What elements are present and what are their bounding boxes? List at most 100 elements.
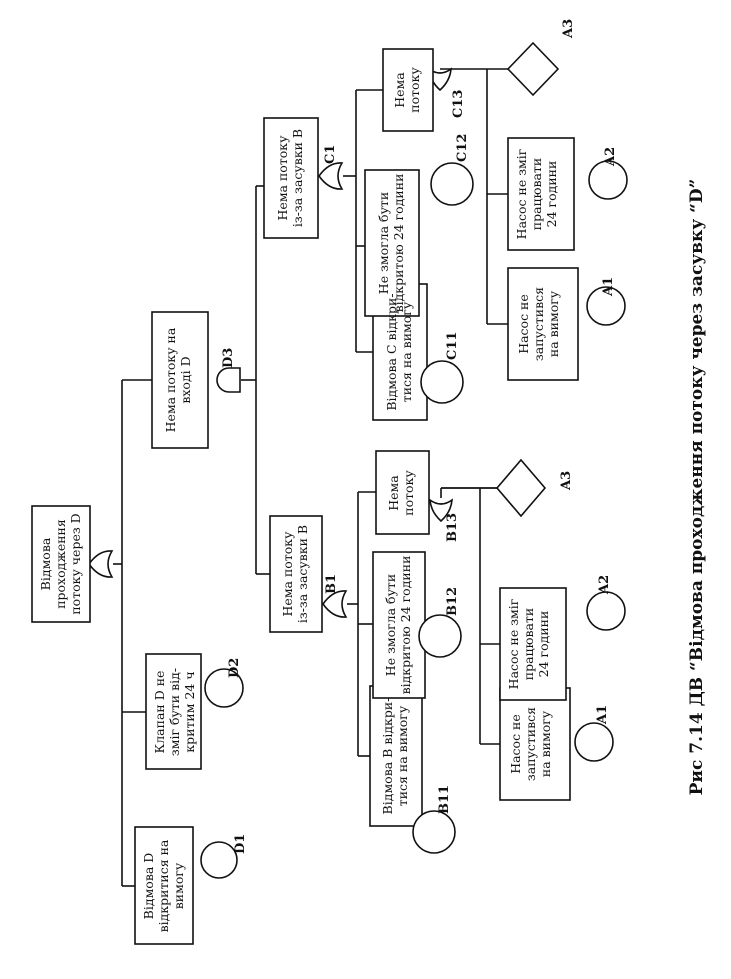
event-labels: Відмовапроходженняпотоку через D Відмова… <box>38 67 561 933</box>
connector-lines <box>113 68 508 887</box>
label-line: 24 години <box>544 161 559 228</box>
label-line: критим 24 ч <box>182 671 197 752</box>
code-c13: C13 <box>451 90 466 118</box>
label-line: Насос не <box>508 714 523 774</box>
event-codes: D1 D2 D3 B1 C1 B11 B12 B13 C11 C12 C13 A… <box>221 19 618 854</box>
label-line: потоку <box>401 470 416 516</box>
label-line: із-за засувки В <box>290 129 305 227</box>
label-b12: Не змогла бутивідкритою 24 години <box>383 556 413 695</box>
label-line: працювати <box>529 158 544 230</box>
label-line: Нема потоку на <box>163 327 178 432</box>
code-b-a3: A3 <box>559 471 574 491</box>
event-b13 <box>375 450 430 535</box>
label-line: Насос не зміг <box>506 599 521 690</box>
basic-event-c-a2 <box>588 160 628 200</box>
event-d3 <box>151 311 209 449</box>
label-line: запустився <box>531 287 546 361</box>
event-c-a1 <box>507 267 579 381</box>
label-line: тися на вимогу <box>399 301 414 402</box>
or-gate-b1 <box>322 590 348 618</box>
label-c1: Нема потокуіз-за засувки В <box>275 129 305 227</box>
or-gate-b13 <box>429 498 453 523</box>
or-gate-c1 <box>318 162 344 190</box>
label-b11: Відмова В відкри-тися на вимогу <box>380 698 410 815</box>
label-line: із-за засувки В <box>295 525 310 623</box>
code-b1: B1 <box>324 574 339 594</box>
label-line: Не змогла бути <box>376 192 391 294</box>
basic-event-b11 <box>412 810 456 854</box>
basic-event-d2 <box>204 668 244 708</box>
and-gate-d3 <box>216 367 241 393</box>
label-b-a1: Насос незапустивсяна вимогу <box>508 707 553 781</box>
event-top <box>31 505 91 623</box>
basic-event-c11 <box>420 360 464 404</box>
label-line: Нема <box>392 72 407 108</box>
basic-event-b12 <box>418 614 462 658</box>
label-line: вході D <box>178 356 193 403</box>
label-line: проходження <box>53 519 68 609</box>
label-line: на вимогу <box>546 290 561 357</box>
event-c-a2 <box>507 137 575 251</box>
event-c13 <box>382 48 434 132</box>
basic-event-c12 <box>430 162 474 206</box>
label-c12: Не змогла бутивідкритою 24 години <box>376 174 406 313</box>
code-c12: C12 <box>455 134 470 162</box>
label-line: зміг бути від- <box>167 668 182 756</box>
label-line: запустився <box>523 707 538 781</box>
label-line: Нема потоку <box>280 531 295 617</box>
label-line: відкритися на <box>156 839 171 932</box>
label-line: потоку <box>407 67 422 113</box>
event-d2 <box>145 653 202 770</box>
basic-event-d1 <box>200 841 238 879</box>
basic-event-b-a2 <box>586 591 626 631</box>
event-c1 <box>263 117 319 239</box>
label-line: Відмова В відкри- <box>380 698 395 815</box>
label-top: Відмовапроходженняпотоку через D <box>38 513 83 614</box>
basic-event-c-a1 <box>586 286 626 326</box>
label-c11: Відмова С відкри-тися на вимогу <box>384 293 414 410</box>
code-d2: D2 <box>227 658 242 678</box>
label-line: Відмова <box>38 537 53 590</box>
or-gate-top <box>88 550 114 578</box>
event-b1 <box>269 515 323 633</box>
label-c13: Немапотоку <box>392 67 422 113</box>
code-b-a2: A2 <box>597 575 612 595</box>
label-line: на вимогу <box>538 710 553 777</box>
label-line: вимогу <box>171 862 186 909</box>
label-line: Не змогла бути <box>383 574 398 676</box>
label-b13: Немапотоку <box>386 470 416 516</box>
label-line: Нема <box>386 475 401 511</box>
event-d1 <box>134 826 194 945</box>
label-line: Відмова С відкри- <box>384 293 399 410</box>
event-b-a2 <box>499 587 567 701</box>
code-d1: D1 <box>233 834 248 854</box>
label-line: тися на вимогу <box>395 705 410 806</box>
undeveloped-event-c-a3 <box>506 41 560 97</box>
label-d1: Відмова Dвідкритися навимогу <box>141 839 186 932</box>
label-b-a2: Насос не змігпрацювати24 години <box>506 599 551 690</box>
label-line: Нема потоку <box>275 135 290 221</box>
label-c-a2: Насос не змігпрацювати24 години <box>514 149 559 240</box>
label-line: Насос не <box>516 294 531 354</box>
code-c1: C1 <box>323 145 338 164</box>
label-d3: Нема потоку навході D <box>163 327 193 432</box>
label-line: Відмова D <box>141 853 156 920</box>
event-c12 <box>364 169 420 317</box>
label-line: потоку через D <box>68 513 83 614</box>
basic-event-b-a1 <box>574 722 614 762</box>
label-b1: Нема потокуіз-за засувки В <box>280 525 310 623</box>
code-c-a2: A2 <box>603 147 618 167</box>
code-c-a1: A1 <box>601 277 616 297</box>
figure-caption: Рис 7.14 ДВ “Відмова проходження потоку … <box>687 179 707 796</box>
label-line: Клапан D не <box>152 671 167 754</box>
label-line: відкритою 24 години <box>398 556 413 695</box>
code-c-a3: A3 <box>561 19 576 39</box>
code-b11: B11 <box>437 785 452 814</box>
label-line: відкритою 24 години <box>391 174 406 313</box>
code-d3: D3 <box>221 348 236 368</box>
code-b12: B12 <box>445 587 460 616</box>
label-line: 24 години <box>536 611 551 678</box>
code-b-a1: A1 <box>595 705 610 725</box>
undeveloped-event-b-a3 <box>495 458 547 518</box>
